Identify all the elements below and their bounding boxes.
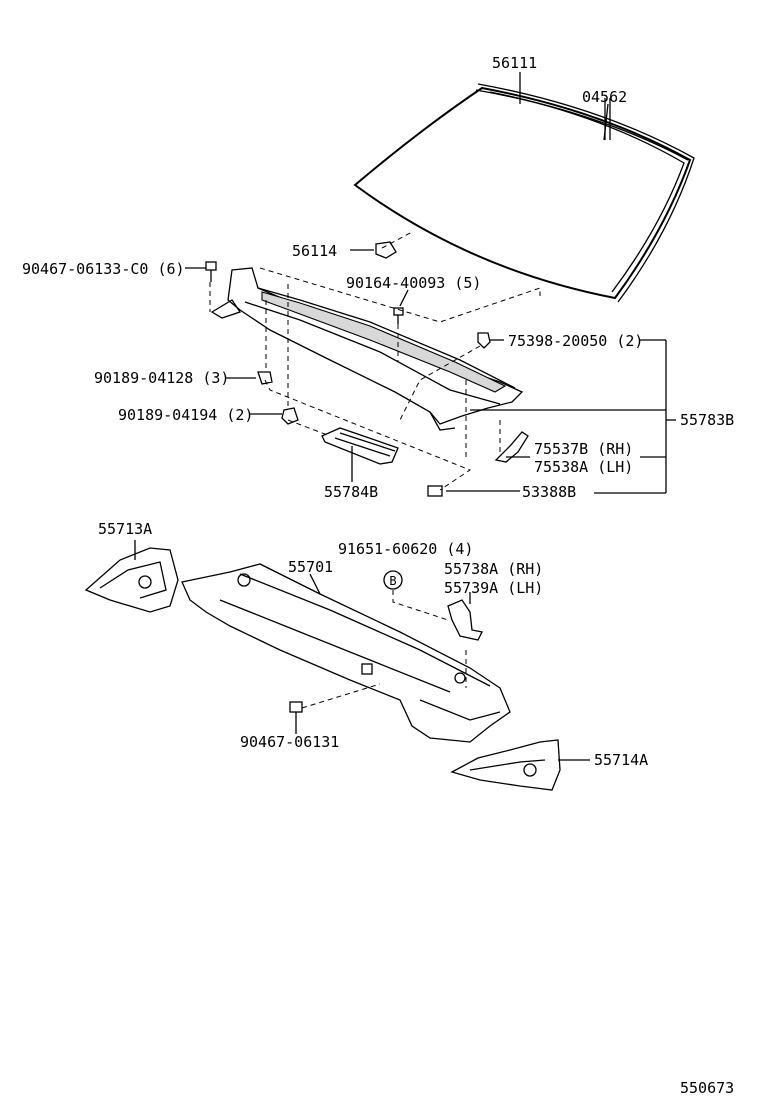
- clip-90189-04194[interactable]: [281, 407, 299, 425]
- label-90189-04194: 90189-04194 (2): [118, 406, 253, 424]
- label-90164-40093: 90164-40093 (5): [346, 274, 481, 292]
- label-04562: 04562: [582, 88, 627, 106]
- label-75538a: 75538A (LH): [534, 458, 633, 476]
- cowl-panel[interactable]: [210, 267, 524, 431]
- label-55739a: 55739A (LH): [444, 579, 543, 597]
- screw-cowl[interactable]: [393, 307, 404, 324]
- label-56111: 56111: [492, 54, 537, 72]
- clip-90189-04128[interactable]: [257, 371, 273, 385]
- bolt-top-left[interactable]: [205, 261, 217, 282]
- label-55738a: 55738A (RH): [444, 560, 543, 578]
- bracket-55738a[interactable]: [447, 599, 483, 641]
- label-91651-60620: 91651-60620 (4): [338, 540, 473, 558]
- glass-clip[interactable]: [375, 241, 397, 259]
- bolt-90467-06131[interactable]: [289, 683, 381, 713]
- brace-left[interactable]: [84, 547, 179, 613]
- label-90467-06131: 90467-06131: [240, 733, 339, 751]
- label-75537b: 75537B (RH): [534, 440, 633, 458]
- label-55783b: 55783B: [680, 411, 734, 429]
- seal-53388b[interactable]: [427, 485, 443, 497]
- bracket-75537b[interactable]: [494, 431, 529, 463]
- clip-75398[interactable]: [477, 332, 491, 349]
- label-55713a: 55713A: [98, 520, 152, 538]
- svg-text:B: B: [389, 574, 396, 588]
- assembly-lines: [209, 231, 541, 688]
- callout-b: B: [383, 570, 449, 621]
- label-55784b: 55784B: [324, 483, 378, 501]
- windshield-glass[interactable]: [353, 86, 692, 300]
- label-75398-20050: 75398-20050 (2): [508, 332, 643, 350]
- label-90467-06133: 90467-06133-C0 (6): [22, 260, 185, 278]
- diagram-id: 550673: [680, 1079, 734, 1097]
- label-55714a: 55714A: [594, 751, 648, 769]
- label-56114: 56114: [292, 242, 337, 260]
- part-labels: 56111 04562 56114 90467-06133-C0 (6) 901…: [22, 54, 734, 1097]
- grille-55784b[interactable]: [321, 427, 399, 465]
- leader-lines: [134, 72, 676, 761]
- brace-right[interactable]: [450, 739, 561, 791]
- label-90189-04128: 90189-04128 (3): [94, 369, 229, 387]
- label-53388b: 53388B: [522, 483, 576, 501]
- label-55701: 55701: [288, 558, 333, 576]
